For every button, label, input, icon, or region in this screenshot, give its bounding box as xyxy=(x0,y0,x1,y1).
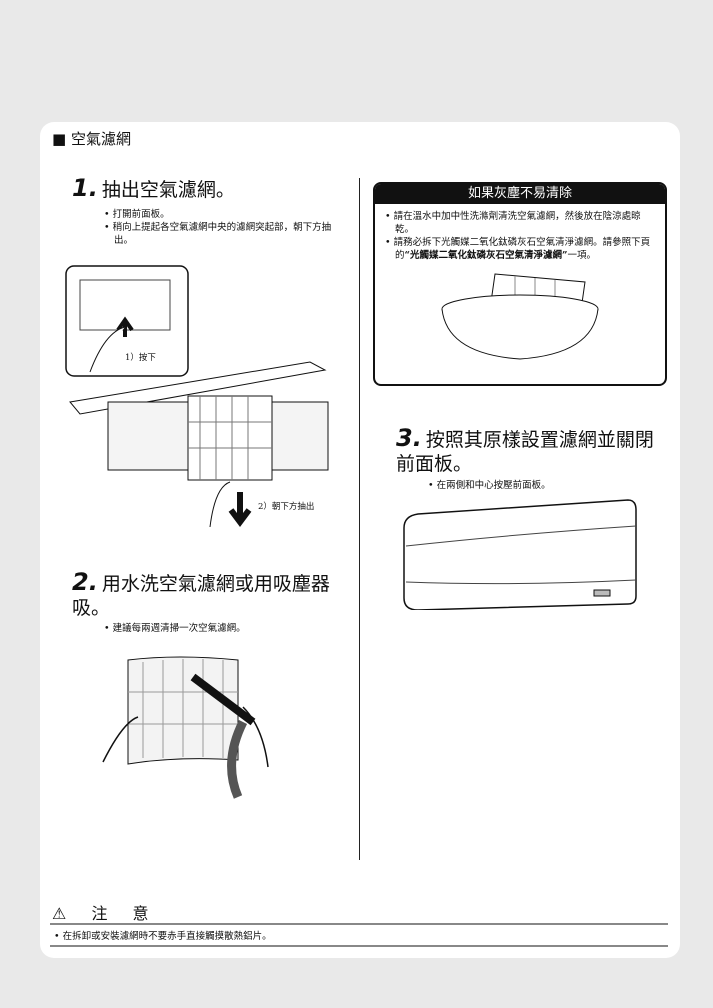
tip-bullet: • 請在溫水中加中性洗滌劑清洗空氣濾網，然後放在陰涼處晾乾。 xyxy=(385,211,641,235)
label-pull-down: 2）朝下方抽出 xyxy=(258,502,315,512)
step2-heading: 2.用水洗空氣濾網或用吸塵器吸。 xyxy=(72,570,342,620)
tip-box: 如果灰塵不易清除 • 請在溫水中加中性洗滌劑清洗空氣濾網，然後放在陰涼處晾乾。 … xyxy=(373,182,667,386)
step2-number: 2. xyxy=(72,568,98,596)
caution-top-rule xyxy=(50,923,668,925)
filter-removal-illustration xyxy=(65,265,329,528)
tip-box-bullets: • 請在溫水中加中性洗滌劑清洗空氣濾網，然後放在陰涼處晾乾。 • 請務必拆下光觸… xyxy=(375,204,665,262)
step1-number: 1. xyxy=(72,174,98,202)
step2-title: 用水洗空氣濾網或用吸塵器吸。 xyxy=(72,573,330,619)
label-press: 1）按下 xyxy=(125,353,156,363)
step3-bullet: • 在兩側和中心按壓前面板。 xyxy=(428,480,551,491)
step2-bullets: • 建議每兩週清掃一次空氣濾網。 xyxy=(104,622,340,635)
step3-title: 按照其原樣設置濾網並關閉前面板。 xyxy=(396,429,654,475)
step1-heading: 1.抽出空氣濾網。 xyxy=(72,176,235,202)
tip-bullet: • 請務必拆下光觸媒二氧化鈦磷灰石空氣清淨濾網。請參照下頁的“光觸媒二氧化鈦磷灰… xyxy=(385,237,651,261)
step1-title: 抽出空氣濾網。 xyxy=(101,179,235,201)
caution-text: • 在拆卸或安裝濾網時不要赤手直接觸摸散熱鋁片。 xyxy=(54,931,272,942)
step2-bullet: • 建議每兩週清掃一次空氣濾網。 xyxy=(104,623,246,634)
basin-illustration xyxy=(441,273,599,360)
tip-box-title: 如果灰塵不易清除 xyxy=(375,184,665,204)
caution-title: 注 意 xyxy=(91,904,159,923)
step1-bullet: • 打開前面板。 xyxy=(104,209,170,220)
column-divider xyxy=(359,178,360,860)
caution-bottom-rule xyxy=(50,945,668,947)
step1-bullet: • 稍向上提起各空氣濾網中央的濾網突起部，朝下方抽出。 xyxy=(104,222,332,246)
warning-icon: ⚠ xyxy=(52,904,77,923)
step3-heading: 3.按照其原樣設置濾網並關閉前面板。 xyxy=(396,426,666,476)
filter-washing-illustration xyxy=(102,656,269,799)
section-title: ■ 空氣濾網 xyxy=(52,130,131,148)
step3-bullets: • 在兩側和中心按壓前面板。 xyxy=(428,479,664,492)
air-conditioner-illustration xyxy=(403,499,637,610)
step1-bullets: • 打開前面板。 • 稍向上提起各空氣濾網中央的濾網突起部，朝下方抽出。 xyxy=(104,208,340,247)
section-title-text: 空氣濾網 xyxy=(70,130,131,148)
step3-number: 3. xyxy=(396,424,422,452)
caution-heading: ⚠ 注 意 xyxy=(52,900,159,924)
